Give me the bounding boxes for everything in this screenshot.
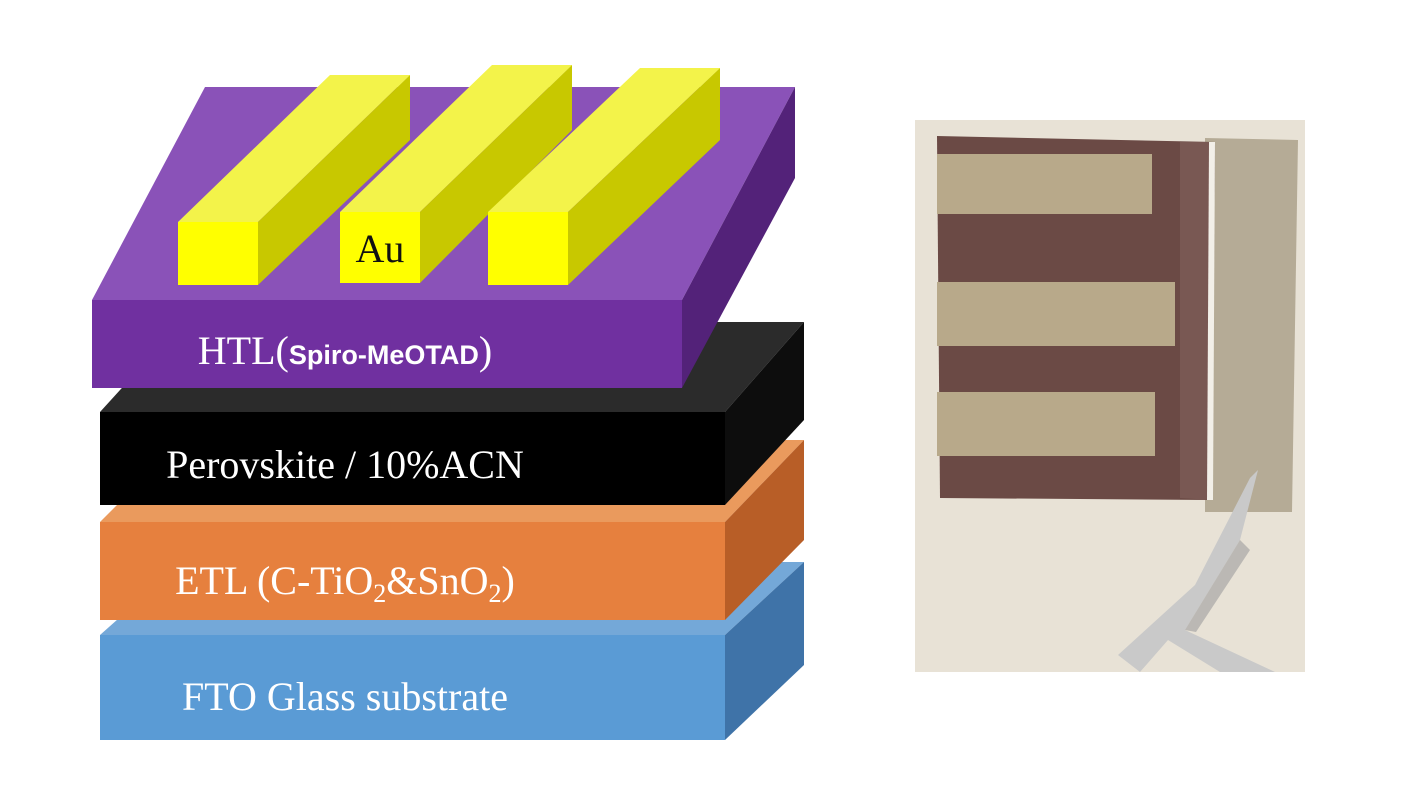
au-middle-top (340, 65, 572, 212)
photo-device-edge (1180, 142, 1215, 500)
photo-tweezers-shadow (1185, 540, 1250, 632)
au-middle-side (420, 65, 572, 283)
etl-side-face (725, 440, 804, 620)
etl-front-face (100, 522, 725, 620)
photo-glass-crack (1207, 141, 1215, 501)
au-label: Au (356, 226, 405, 271)
fto-front-face (100, 635, 725, 740)
htl-side-face (682, 87, 795, 388)
photo-substrate-edge (1205, 138, 1298, 512)
au-left-top (178, 75, 410, 222)
au-right-top (488, 68, 720, 212)
perovskite-label: Perovskite / 10%ACN (166, 442, 524, 487)
perovskite-side-face (725, 322, 804, 505)
fto-side-face (725, 562, 804, 740)
perovskite-front-face (100, 412, 725, 505)
photo-stripe-2 (937, 282, 1175, 346)
fto-label: FTO Glass substrate (182, 674, 508, 719)
photo-stripe-3 (937, 392, 1155, 456)
etl-label: ETL (C-TiO2&SnO2) (175, 558, 515, 608)
au-electrode-middle: Au (340, 65, 572, 283)
au-electrode-left (178, 75, 410, 285)
au-electrodes: Au (178, 65, 720, 285)
au-left-front (178, 222, 258, 285)
au-left-side (258, 75, 410, 285)
au-right-side (568, 68, 720, 285)
photo-tweezers (1118, 470, 1275, 672)
au-electrode-right (488, 68, 720, 285)
photo-stripe-1 (937, 154, 1152, 214)
htl-label: HTL(Spiro-MeOTAD) (198, 328, 492, 373)
au-middle-front (340, 212, 420, 283)
au-right-front (488, 212, 568, 285)
device-photo (915, 120, 1305, 672)
htl-front-face (92, 300, 682, 388)
